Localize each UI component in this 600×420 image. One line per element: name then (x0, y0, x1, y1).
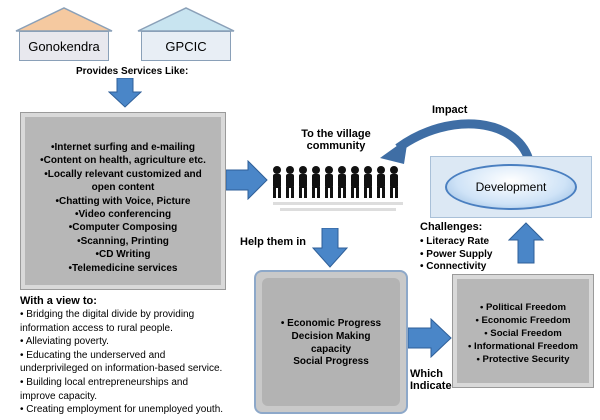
up-arrow-icon (508, 222, 544, 264)
which-line2: Indicate (410, 380, 452, 392)
progress-item: capacity (310, 343, 352, 355)
service-item: •Computer Composing (68, 222, 178, 234)
progress-list: • Economic Progress Decision Making capa… (256, 318, 406, 369)
roof-shape (15, 7, 113, 32)
service-item: •CD Writing (95, 249, 151, 261)
down-arrow-icon (108, 78, 142, 108)
curved-arrow-icon (380, 119, 535, 166)
view-item: • Creating employment for unemployed you… (20, 404, 224, 416)
freedom-box: • Political Freedom • Economic Freedom •… (452, 274, 594, 388)
progress-item: Economic Progress (287, 318, 382, 329)
village-line1: To the village (301, 128, 371, 140)
freedom-item: • Economic Freedom (475, 315, 571, 326)
challenge-item: • Power Supply (420, 248, 493, 260)
which-line1: Which (410, 368, 443, 380)
services-box: •Internet surfing and e-mailing •Content… (20, 112, 226, 290)
with-view-list: • Bridging the digital divide by providi… (20, 308, 223, 417)
impact-label: Impact (432, 104, 468, 116)
service-item: •Content on health, agriculture etc. (40, 155, 206, 167)
challenges-list: • Literacy Rate • Power Supply • Connect… (420, 236, 492, 274)
view-item: • Alleviating poverty. (20, 336, 109, 348)
village-label: To the village community (296, 128, 376, 152)
view-item: • Building local entrepreneurships and (20, 376, 189, 388)
village-line2: community (306, 140, 366, 152)
view-item: underprivileged on information-based ser… (20, 363, 223, 375)
service-item: •Video conferencing (74, 209, 172, 221)
gpcic-label: GPCIC (141, 31, 231, 61)
view-item: • Educating the underserved and (20, 349, 166, 361)
right-arrow-icon (408, 318, 452, 358)
progress-item-row: • Economic Progress (256, 318, 406, 331)
view-item: information access to rural people. (20, 322, 173, 334)
which-label: Which Indicate (410, 368, 452, 392)
freedom-item: • Social Freedom (484, 328, 562, 339)
challenge-item: • Connectivity (420, 261, 487, 272)
service-item: open content (91, 182, 155, 194)
view-item: • Bridging the digital divide by providi… (20, 309, 195, 320)
progress-box: • Economic Progress Decision Making capa… (254, 270, 408, 414)
provides-label: Provides Services Like: (76, 66, 189, 77)
right-arrow-icon (226, 160, 268, 200)
service-item: •Internet surfing and e-mailing (50, 142, 196, 153)
freedom-list: • Political Freedom • Economic Freedom •… (453, 301, 593, 366)
service-item: •Chatting with Voice, Picture (55, 195, 191, 207)
progress-inner (262, 278, 400, 406)
help-label: Help them in (240, 236, 307, 248)
service-item: •Locally relevant customized and (44, 168, 202, 180)
people-icon (273, 166, 403, 211)
services-list: •Internet surfing and e-mailing •Content… (21, 141, 225, 275)
bullet-icon: • (280, 318, 288, 329)
gpcic-house: GPCIC (136, 6, 236, 61)
service-item: •Telemedicine services (68, 262, 178, 274)
progress-item: Social Progress (293, 356, 369, 368)
freedom-item: • Informational Freedom (468, 341, 578, 352)
with-view-title: With a view to: (20, 295, 97, 307)
challenge-item: • Literacy Rate (420, 236, 490, 247)
view-item: improve capacity. (20, 390, 98, 402)
progress-item: Decision Making (291, 330, 371, 342)
freedom-item: • Political Freedom (480, 302, 566, 313)
roof-shape (137, 7, 235, 32)
freedom-item: • Protective Security (476, 354, 570, 365)
down-arrow-icon (312, 228, 348, 268)
challenges-title: Challenges: (420, 221, 483, 233)
gonokendra-label: Gonokendra (19, 31, 109, 61)
gonokendra-house: Gonokendra (14, 6, 114, 61)
development-label: Development (475, 180, 547, 194)
development-ellipse: Development (445, 164, 577, 210)
service-item: •Scanning, Printing (77, 235, 169, 247)
